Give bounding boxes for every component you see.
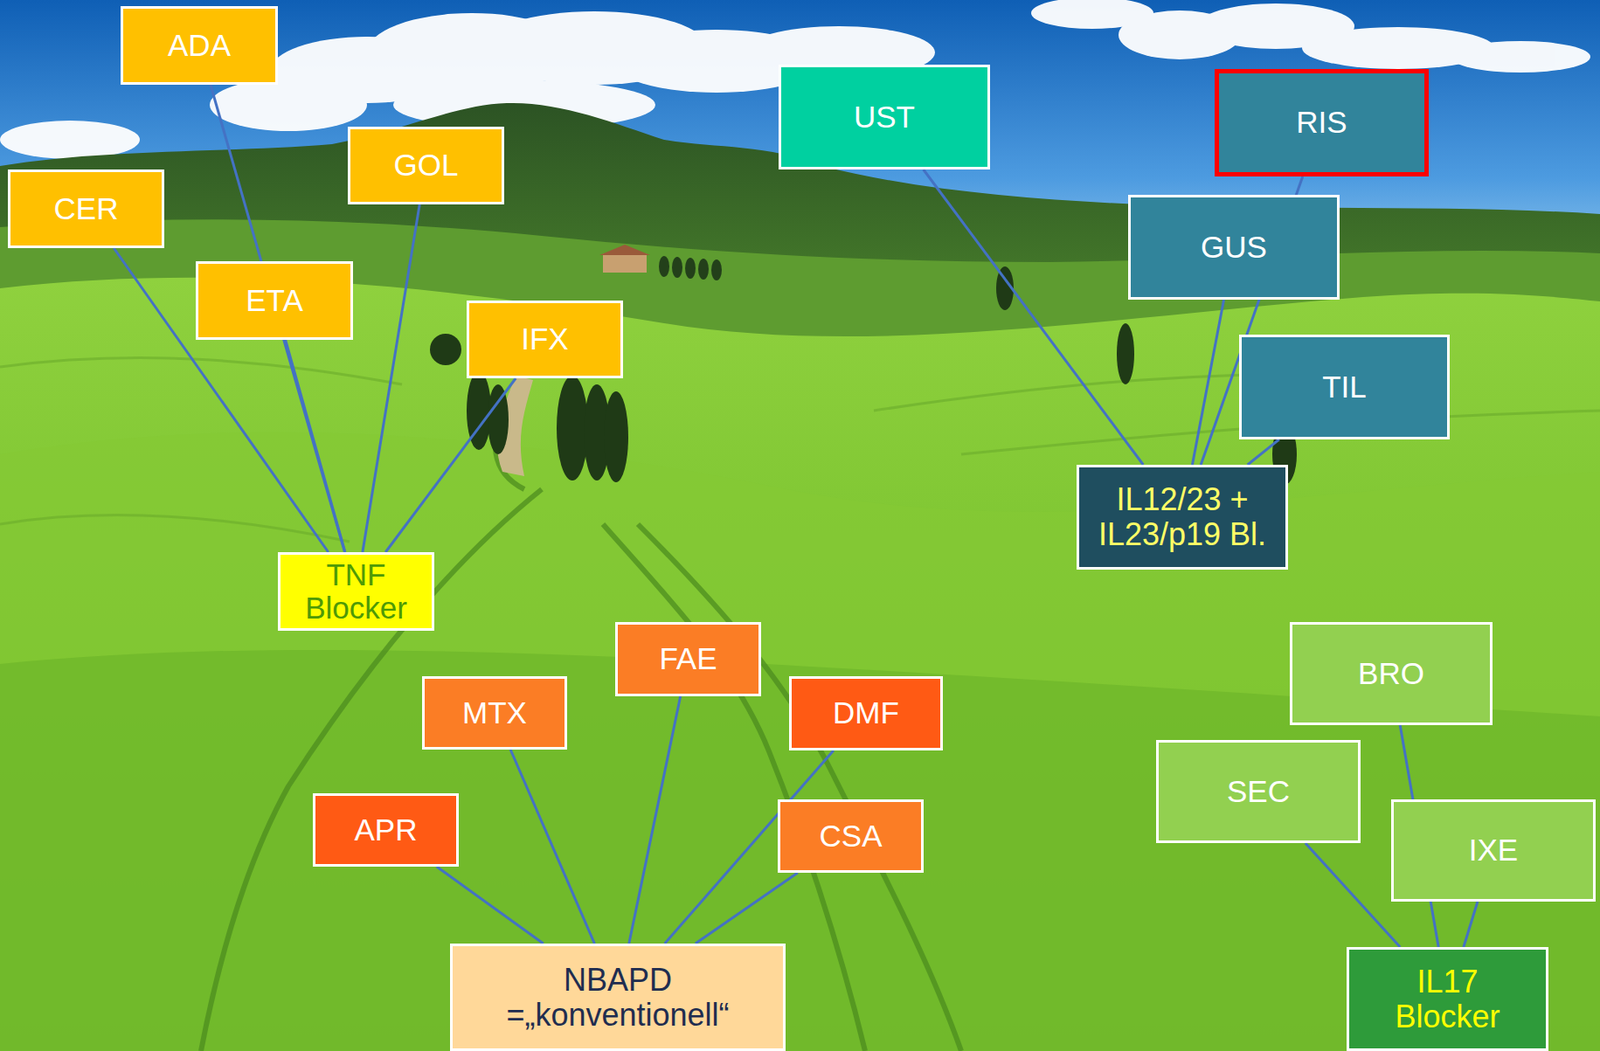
class-box: IL17 Blocker xyxy=(1346,947,1549,1051)
node-label: GOL xyxy=(394,148,459,183)
connector-line xyxy=(695,872,798,944)
connector-line xyxy=(510,749,595,944)
node-label: BRO xyxy=(1357,657,1425,692)
connector-line xyxy=(629,696,681,944)
node-label: TIL xyxy=(1322,370,1367,405)
node-label: NBAPD =„konventionell“ xyxy=(463,962,773,1033)
node-label: CER xyxy=(54,192,119,227)
node-label: ADA xyxy=(167,28,231,63)
class-box: NBAPD =„konventionell“ xyxy=(450,943,786,1051)
connector-line xyxy=(436,866,544,944)
node-label: DMF xyxy=(832,696,900,731)
tractor-tracks xyxy=(200,410,962,1051)
drug-box: BRO xyxy=(1289,622,1493,726)
node-label: FAE xyxy=(658,642,717,677)
drug-box: CER xyxy=(7,169,165,249)
node-label: CSA xyxy=(819,819,883,854)
drug-box: APR xyxy=(312,793,459,867)
drug-box: UST xyxy=(778,64,991,170)
node-label: GUS xyxy=(1200,230,1268,265)
node-label: APR xyxy=(354,813,418,848)
drug-box: GOL xyxy=(347,126,505,205)
node-label: ETA xyxy=(245,283,303,319)
node-label: TNF Blocker xyxy=(290,558,422,626)
node-label: MTX xyxy=(462,696,527,731)
drug-box: GUS xyxy=(1128,194,1340,300)
node-label: IL12/23 + IL23/p19 Bl. xyxy=(1084,482,1281,552)
node-label: RIS xyxy=(1295,105,1347,140)
drug-box: ETA xyxy=(195,261,354,340)
connector-line xyxy=(385,378,516,553)
drug-box: TIL xyxy=(1239,334,1450,440)
connector-line xyxy=(1247,439,1280,465)
node-label: SEC xyxy=(1226,775,1290,810)
connector-line xyxy=(362,204,420,553)
fields xyxy=(0,277,1600,1051)
field-band xyxy=(0,432,1600,1051)
node-label: IXE xyxy=(1468,833,1518,868)
class-box: IL12/23 + IL23/p19 Bl. xyxy=(1076,464,1289,570)
field-lines xyxy=(0,358,1600,542)
drug-box: IXE xyxy=(1391,799,1596,902)
node-label: UST xyxy=(853,100,915,135)
highlighted-drug-box: RIS xyxy=(1214,69,1429,177)
connector-line xyxy=(1191,299,1224,465)
class-box: TNF Blocker xyxy=(277,552,435,631)
node-label: IL17 Blocker xyxy=(1370,964,1525,1034)
connector-line xyxy=(285,339,346,553)
farmhouse xyxy=(599,244,722,281)
drug-box: FAE xyxy=(615,622,762,697)
drug-box: ADA xyxy=(120,6,278,85)
drug-box: MTX xyxy=(422,676,568,750)
drug-box: DMF xyxy=(789,676,943,751)
connector-line xyxy=(1305,843,1400,948)
drug-box: IFX xyxy=(466,300,624,379)
connector-line xyxy=(1463,901,1478,948)
node-label: IFX xyxy=(520,322,568,357)
drug-box: CSA xyxy=(777,799,924,873)
connector-line xyxy=(923,169,1144,465)
drug-box: SEC xyxy=(1156,740,1361,844)
